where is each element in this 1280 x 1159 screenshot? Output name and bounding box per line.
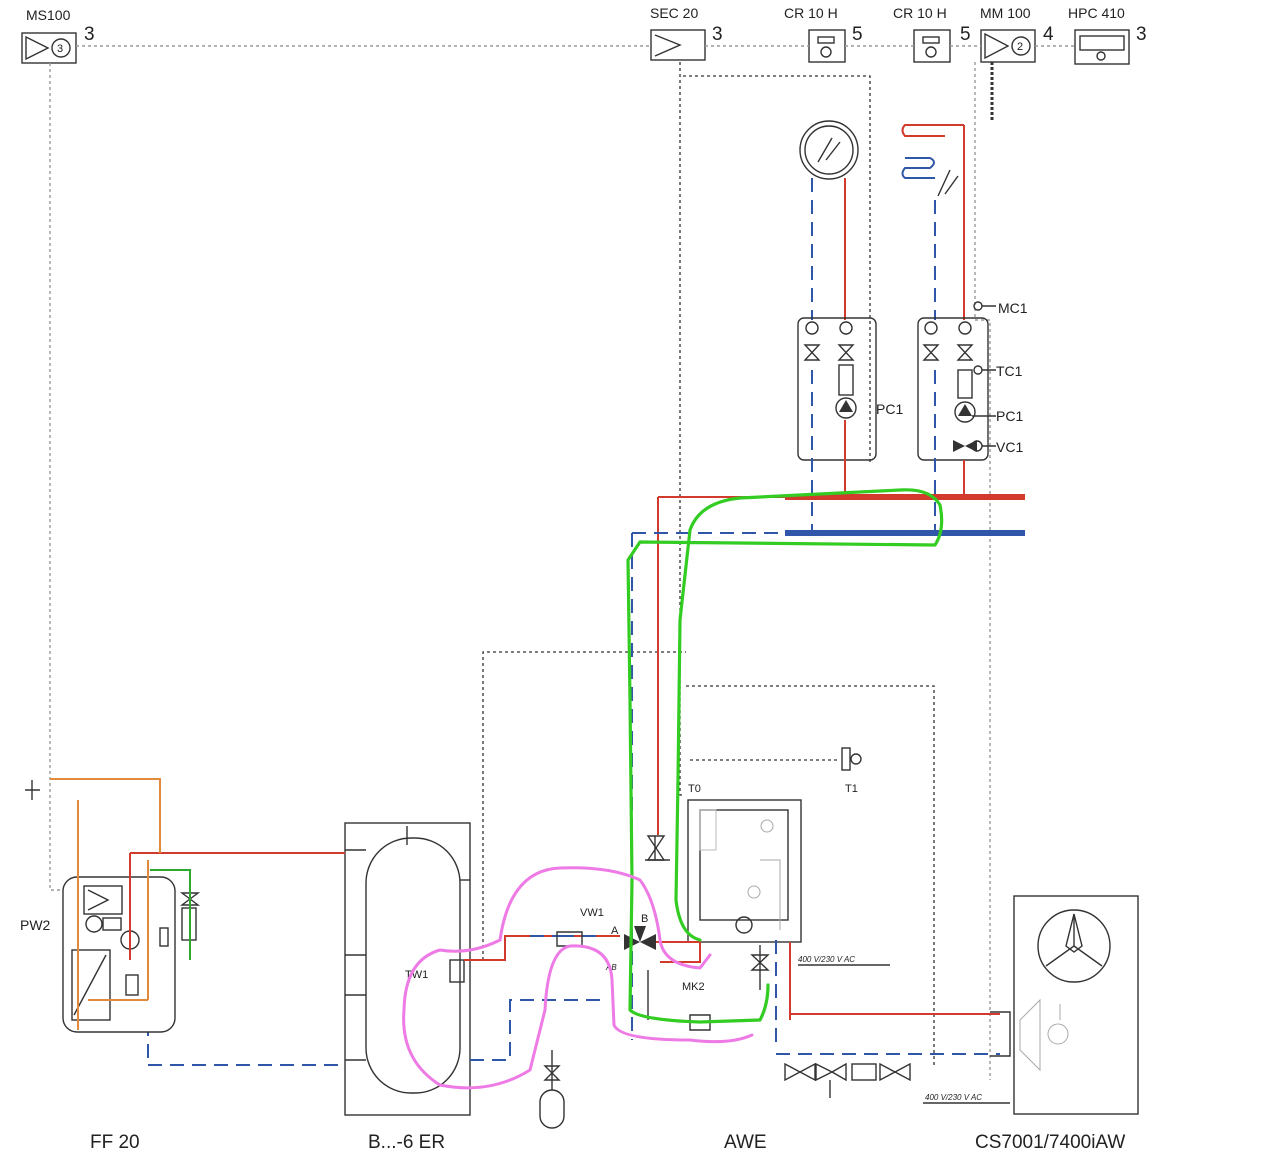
cr10h-1-thermostat <box>808 29 846 63</box>
port-a-label: A <box>611 925 619 937</box>
awe-bottom-label: AWE <box>724 1132 767 1153</box>
hpc410-label: HPC 410 <box>1068 5 1125 21</box>
sec20-number: 3 <box>712 24 723 45</box>
expansion-vessel <box>539 1050 565 1129</box>
sec20-label: SEC 20 <box>650 5 698 21</box>
heating-circuit-2 <box>901 124 996 530</box>
sec20-module <box>650 29 706 61</box>
tc1-label: TC1 <box>996 363 1023 379</box>
pw2-label: PW2 <box>20 917 51 933</box>
tank-bottom-label: B...-6 ER <box>368 1132 445 1153</box>
svg-text:3: 3 <box>57 43 63 55</box>
dhw-tank <box>344 822 471 1116</box>
mm100-label: MM 100 <box>980 5 1031 21</box>
dhw-piping <box>130 852 620 1066</box>
green-annotation-loop <box>626 488 944 1024</box>
cr10h-2-label: CR 10 H <box>893 5 947 21</box>
heat-pump-bottom-label: CS7001/7400iAW <box>975 1132 1125 1153</box>
port-b-label: B <box>641 913 648 925</box>
cr10h-2-thermostat <box>913 29 951 63</box>
ms100-number: 3 <box>84 24 95 45</box>
control-bus-wiring <box>49 45 1075 1080</box>
cr10h-2-number: 5 <box>960 24 971 45</box>
t1-label: T1 <box>845 783 858 795</box>
hpc410-controller <box>1074 29 1130 65</box>
mc1-label: MC1 <box>998 300 1028 316</box>
ff20-bottom-label: FF 20 <box>90 1132 140 1153</box>
vw1-label: VW1 <box>580 907 604 919</box>
return-filter-group <box>784 1062 911 1098</box>
heating-circuit-1 <box>797 120 877 530</box>
ms100-label: MS100 <box>26 7 71 23</box>
svg-text:2: 2 <box>1017 41 1023 53</box>
ff20-station <box>25 778 201 1033</box>
awe-supply-label: 400 V/230 V AC <box>798 955 855 964</box>
pc1-right-label: PC1 <box>996 408 1023 424</box>
ms100-module: 3 <box>21 32 77 64</box>
heat-pump-outdoor-unit <box>776 895 1139 1115</box>
t0-label: T0 <box>688 783 701 795</box>
cr10h-1-label: CR 10 H <box>784 5 838 21</box>
pink-annotation-loop <box>402 866 754 1090</box>
hp-supply-label: 400 V/230 V AC <box>925 1093 982 1102</box>
awe-indoor-unit <box>687 799 802 1050</box>
t1-sensor <box>841 747 862 771</box>
mm100-module: 2 <box>980 29 1036 63</box>
hpc410-number: 3 <box>1136 24 1147 45</box>
mm100-number: 4 <box>1043 24 1054 45</box>
pc1-left-label: PC1 <box>876 401 903 417</box>
vc1-label: VC1 <box>996 439 1023 455</box>
mk2-label: MK2 <box>682 981 705 993</box>
cr10h-1-number: 5 <box>852 24 863 45</box>
